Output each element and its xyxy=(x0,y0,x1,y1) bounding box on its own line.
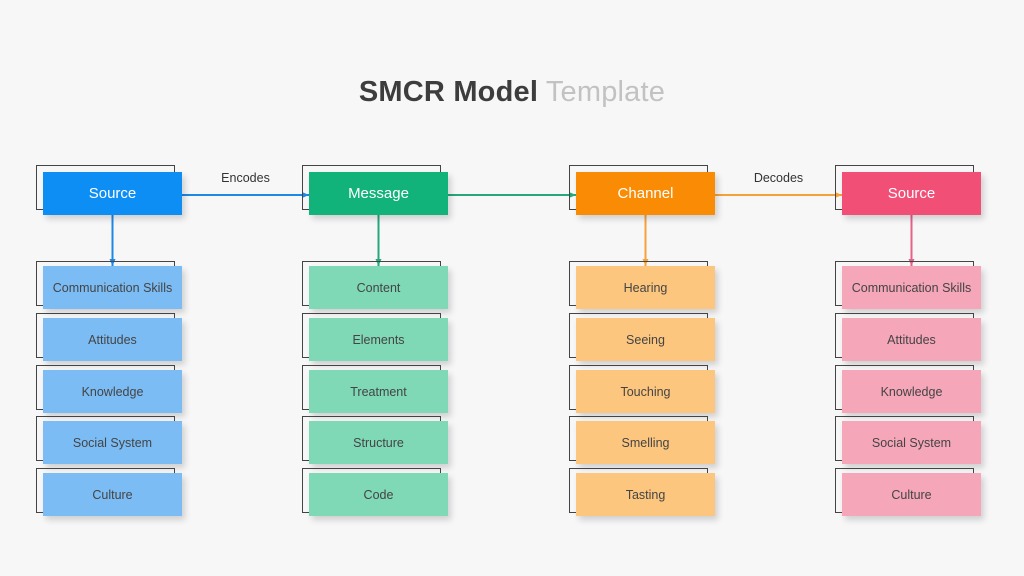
column-1-source-item-social-system[interactable]: Social System xyxy=(43,421,182,464)
column-4-source-item-social-system[interactable]: Social System xyxy=(842,421,981,464)
column-3-channel-header[interactable]: Channel xyxy=(576,172,715,215)
column-3-channel-item-touching[interactable]: Touching xyxy=(576,370,715,413)
column-1-source-item-attitudes[interactable]: Attitudes xyxy=(43,318,182,361)
column-2-message-item-content[interactable]: Content xyxy=(309,266,448,309)
title-bold: SMCR Model xyxy=(358,76,539,108)
column-1-source-header[interactable]: Source xyxy=(43,172,182,215)
page-title: SMCR Model Template xyxy=(0,74,1024,110)
column-3-channel-item-tasting[interactable]: Tasting xyxy=(576,473,715,516)
column-4-source-item-culture[interactable]: Culture xyxy=(842,473,981,516)
connector-label-encodes: Encodes xyxy=(221,171,270,185)
column-2-message-item-treatment[interactable]: Treatment xyxy=(309,370,448,413)
column-2-message-item-elements[interactable]: Elements xyxy=(309,318,448,361)
column-1-source-item-communication-skills[interactable]: Communication Skills xyxy=(43,266,182,309)
column-1-source-item-knowledge[interactable]: Knowledge xyxy=(43,370,182,413)
column-3-channel-item-seeing[interactable]: Seeing xyxy=(576,318,715,361)
column-1-source-item-culture[interactable]: Culture xyxy=(43,473,182,516)
column-4-source-item-attitudes[interactable]: Attitudes xyxy=(842,318,981,361)
connector-label-decodes: Decodes xyxy=(753,171,804,185)
column-3-channel-item-smelling[interactable]: Smelling xyxy=(576,421,715,464)
column-4-source-header[interactable]: Source xyxy=(842,172,981,215)
column-4-source-item-knowledge[interactable]: Knowledge xyxy=(842,370,981,413)
column-3-channel-item-hearing[interactable]: Hearing xyxy=(576,266,715,309)
column-4-source-item-communication-skills[interactable]: Communication Skills xyxy=(842,266,981,309)
column-2-message-header[interactable]: Message xyxy=(309,172,448,215)
column-2-message-item-code[interactable]: Code xyxy=(309,473,448,516)
title-light: Template xyxy=(545,76,666,108)
column-2-message-item-structure[interactable]: Structure xyxy=(309,421,448,464)
